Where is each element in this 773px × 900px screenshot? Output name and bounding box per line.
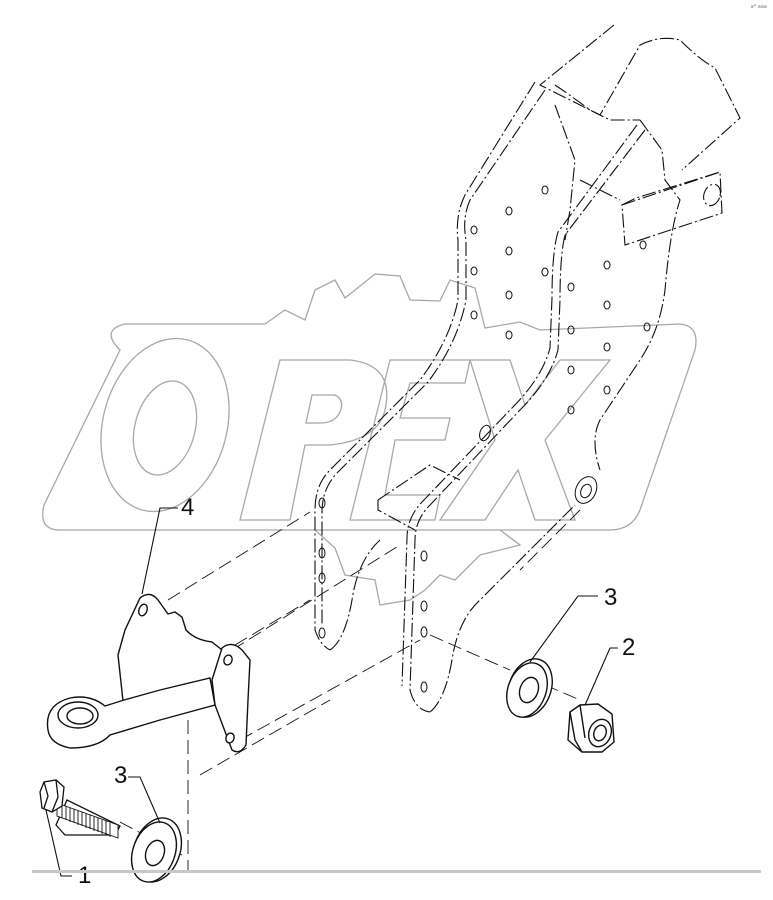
leader-4 bbox=[141, 507, 178, 595]
frame-phantom bbox=[314, 24, 741, 713]
part-4-hitch-eye bbox=[46, 593, 251, 753]
leader-3b bbox=[128, 776, 161, 824]
callout-3-bolt-side: 3 bbox=[114, 762, 128, 789]
part-2-nut bbox=[567, 703, 615, 753]
opex-watermark bbox=[42, 273, 697, 606]
callout-leaders bbox=[45, 507, 618, 877]
leader-1 bbox=[45, 809, 72, 877]
leader-3a bbox=[529, 595, 598, 663]
callout-1: 1 bbox=[78, 862, 92, 889]
callout-3-nut-side: 3 bbox=[604, 584, 618, 611]
callout-2: 2 bbox=[622, 634, 636, 661]
bolt-thread bbox=[56, 802, 119, 839]
part-3-washer-bolt-side bbox=[130, 817, 183, 883]
side-plate-bracket bbox=[621, 171, 723, 246]
part-3-washer-nut-side bbox=[506, 658, 553, 718]
part-1-bolt bbox=[39, 779, 121, 839]
assembly-guide-lines bbox=[119, 509, 581, 870]
frame-holes bbox=[318, 185, 651, 693]
corner-mark: a* aaa bbox=[750, 4, 767, 10]
leader-2 bbox=[584, 647, 618, 706]
callout-4: 4 bbox=[181, 494, 195, 521]
bottom-rule bbox=[32, 870, 761, 873]
